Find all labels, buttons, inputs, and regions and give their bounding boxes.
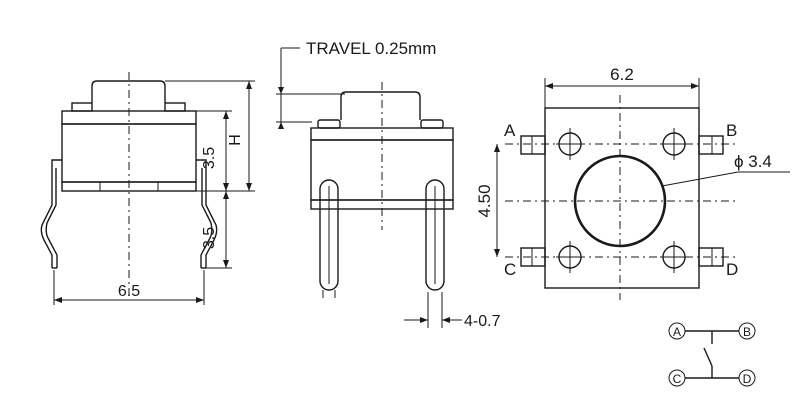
front-lead-right-inner [200,168,213,268]
label-height-body: 3.5 [201,147,218,169]
dim-arrows [223,191,229,268]
front-view: 3.5 H 3.5 6.5 [40,72,255,305]
front-lead-left-inner [45,168,58,268]
side-shoulder-left [317,119,341,129]
terminal-b [698,135,724,155]
label-pin-width: 4-0.7 [464,313,501,330]
label-button-diameter: ϕ 3.4 [734,152,772,171]
front-shoulder-left [71,102,93,112]
contact-blade [703,347,713,367]
node-d-label: D [743,372,752,386]
label-height-total: H [227,134,244,146]
front-lead-left [40,159,62,268]
side-pin-right [425,179,445,291]
label-pitch-vertical: 4.50 [475,184,494,217]
front-lead-right [196,159,218,268]
top-view: 6.2 4.50 ϕ 3.4 A B C D [475,65,790,300]
node-b-label: B [743,325,751,339]
dim-arrows [223,111,229,191]
label-pin-a: A [504,121,516,140]
node-c-label: C [673,372,682,386]
terminal-a [520,135,546,155]
label-pin-c: C [504,260,516,279]
switch-schematic: A B C D [668,322,756,387]
label-width-top: 6.2 [610,65,634,84]
side-base [310,199,454,210]
label-pin-d: D [726,260,738,279]
dim-arrows [420,317,450,323]
label-travel: TRAVEL 0.25mm [306,39,436,58]
node-a-label: A [673,325,681,339]
front-button-cap [91,80,166,103]
diameter-leader [661,171,739,187]
label-height-pin: 3.5 [201,227,218,249]
side-view: TRAVEL 0.25mm 4-0.7 [276,39,501,330]
label-width-side: 6.5 [118,283,140,300]
side-pin-left [319,179,339,291]
side-shoulder-right [420,119,444,129]
label-pin-b: B [726,121,737,140]
front-shoulder-right [164,102,186,112]
top-body [544,107,700,289]
side-button-cap [340,91,421,120]
